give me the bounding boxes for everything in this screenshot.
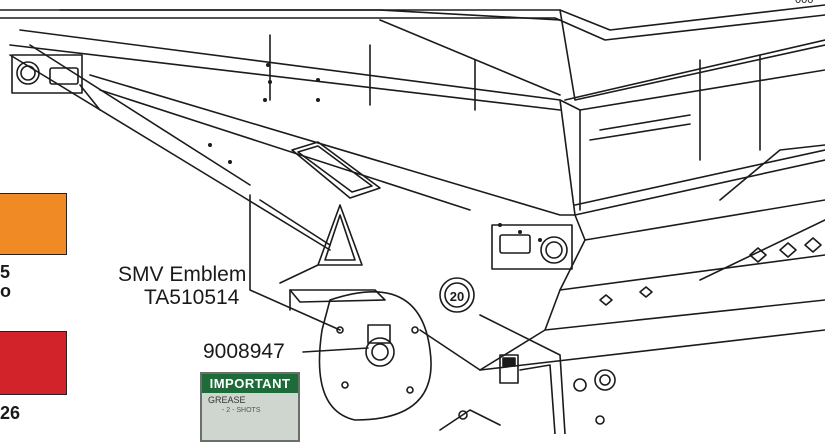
speed-sign (439, 277, 475, 313)
spinner-housing (318, 291, 432, 421)
lower-frame (249, 194, 341, 331)
inspection-window (291, 141, 381, 199)
leader-smv (279, 264, 319, 284)
smv-emblem (317, 204, 363, 266)
speed-sign-value: 20 (450, 289, 464, 304)
corner-code: 000 (795, 0, 814, 6)
orange-color-swatch (0, 193, 67, 255)
smv-emblem-part: TA510514 (144, 286, 240, 309)
right-light-bracket (491, 224, 573, 270)
smv-emblem-label: SMV Emblem TA510514 (118, 263, 246, 309)
hub-bearing (365, 337, 395, 367)
hopper-slope-left (9, 54, 331, 251)
orange-code-fragment: 5 (0, 262, 11, 282)
decal-grease-text: GREASE (208, 395, 246, 405)
decal-header: IMPORTANT (202, 374, 298, 393)
decal-shots-text: - 2 - SHOTS (222, 407, 261, 414)
orange-text-fragment: o (0, 281, 11, 301)
important-grease-decal: IMPORTANT GREASE - 2 - SHOTS (200, 372, 300, 442)
smv-emblem-name: SMV Emblem (118, 263, 247, 286)
leader-part (302, 347, 369, 353)
hopper-front-panel (19, 29, 576, 216)
red-color-swatch (0, 331, 67, 395)
red-code-fragment: 26 (0, 403, 21, 423)
part-number-label: 9008947 (203, 340, 285, 363)
left-light-bracket (11, 54, 83, 94)
